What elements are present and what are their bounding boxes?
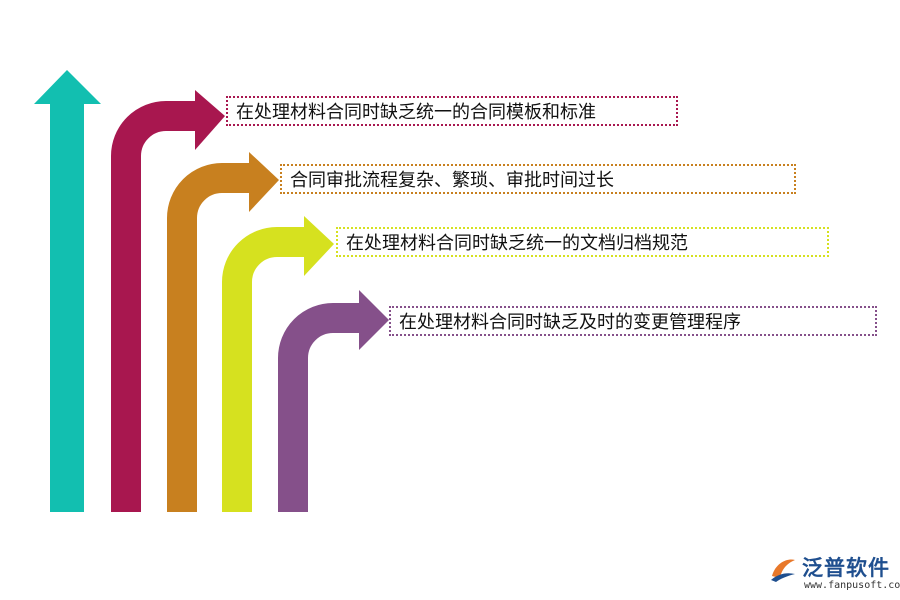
label-box-1: 在处理材料合同时缺乏统一的合同模板和标准 — [226, 96, 678, 126]
bent-arrow-4 — [278, 290, 389, 512]
logo-name: 泛普软件 — [802, 556, 890, 580]
logo-url: www.fanpusoft.com — [804, 580, 900, 591]
logo-mark-icon — [771, 559, 795, 582]
main-up-arrow — [34, 70, 101, 512]
brand-logo: 泛普软件 www.fanpusoft.com — [768, 552, 900, 596]
bent-arrow-2 — [167, 152, 279, 512]
label-text-2: 合同审批流程复杂、繁琐、审批时间过长 — [290, 170, 614, 191]
label-text-4: 在处理材料合同时缺乏及时的变更管理程序 — [399, 312, 741, 333]
label-box-4: 在处理材料合同时缺乏及时的变更管理程序 — [389, 306, 877, 336]
label-box-3: 在处理材料合同时缺乏统一的文档归档规范 — [336, 227, 829, 257]
label-text-1: 在处理材料合同时缺乏统一的合同模板和标准 — [236, 102, 596, 123]
label-text-3: 在处理材料合同时缺乏统一的文档归档规范 — [346, 233, 688, 254]
bent-arrow-1 — [111, 90, 225, 512]
bent-arrow-3 — [222, 216, 334, 512]
label-box-2: 合同审批流程复杂、繁琐、审批时间过长 — [280, 164, 796, 194]
